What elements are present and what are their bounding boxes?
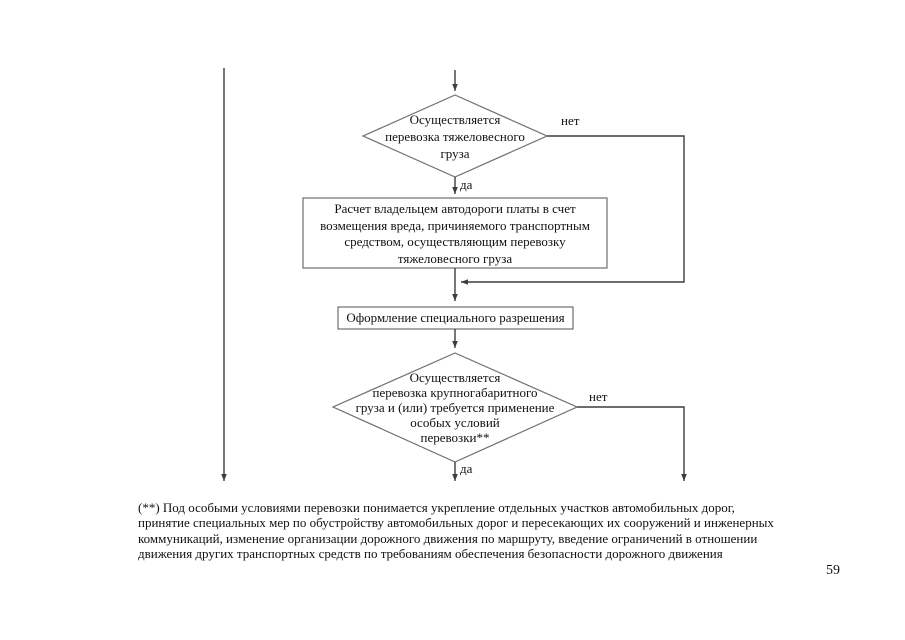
- decision1-text: Осуществляется перевозка тяжеловесного г…: [363, 111, 547, 162]
- text-line: возмещения вреда, причиняемого транспорт…: [320, 217, 590, 233]
- branch-label-yes2: да: [460, 461, 473, 476]
- text-line: Расчет владельцем автодороги платы в сче…: [334, 201, 576, 216]
- process1-text: Расчет владельцем автодороги платы в сче…: [305, 201, 605, 267]
- text-line: перевозки**: [420, 430, 490, 445]
- text-line: особых условий: [410, 415, 500, 430]
- text-line: груза и (или) требуется применение: [355, 400, 555, 415]
- process2-text: Оформление специального разрешения: [346, 310, 565, 325]
- connector-no1: [461, 135, 685, 285]
- connector-no2: [577, 406, 687, 481]
- footnote-line: принятие специальных мер по обустройству…: [138, 515, 774, 531]
- text-line: тяжеловесного груза: [397, 250, 513, 266]
- footnote-line: (**) Под особыми условиями перевозки пон…: [138, 500, 735, 515]
- text-line: перевозка крупногабаритного: [372, 385, 538, 400]
- process1-shape: [302, 197, 608, 269]
- footnote-line: коммуникаций, изменение организации доро…: [138, 530, 758, 546]
- text-line: Осуществляется: [409, 370, 501, 385]
- text-line: груза: [440, 146, 470, 161]
- page-number: 59: [826, 563, 840, 578]
- branch-label-yes1: да: [460, 177, 473, 192]
- text-line: средством, осуществляющим перевозку: [344, 234, 566, 249]
- text-line: Осуществляется: [409, 112, 501, 127]
- footnote-line: движения других транспортных средств по …: [138, 546, 723, 562]
- decision2-text: Осуществляется перевозка крупногабаритно…: [333, 370, 577, 445]
- branch-label-no1: нет: [561, 113, 580, 128]
- footnote: (**) Под особыми условиями перевозки пон…: [138, 500, 803, 562]
- text-line: перевозка тяжеловесного: [385, 129, 525, 144]
- branch-label-no2: нет: [589, 389, 608, 404]
